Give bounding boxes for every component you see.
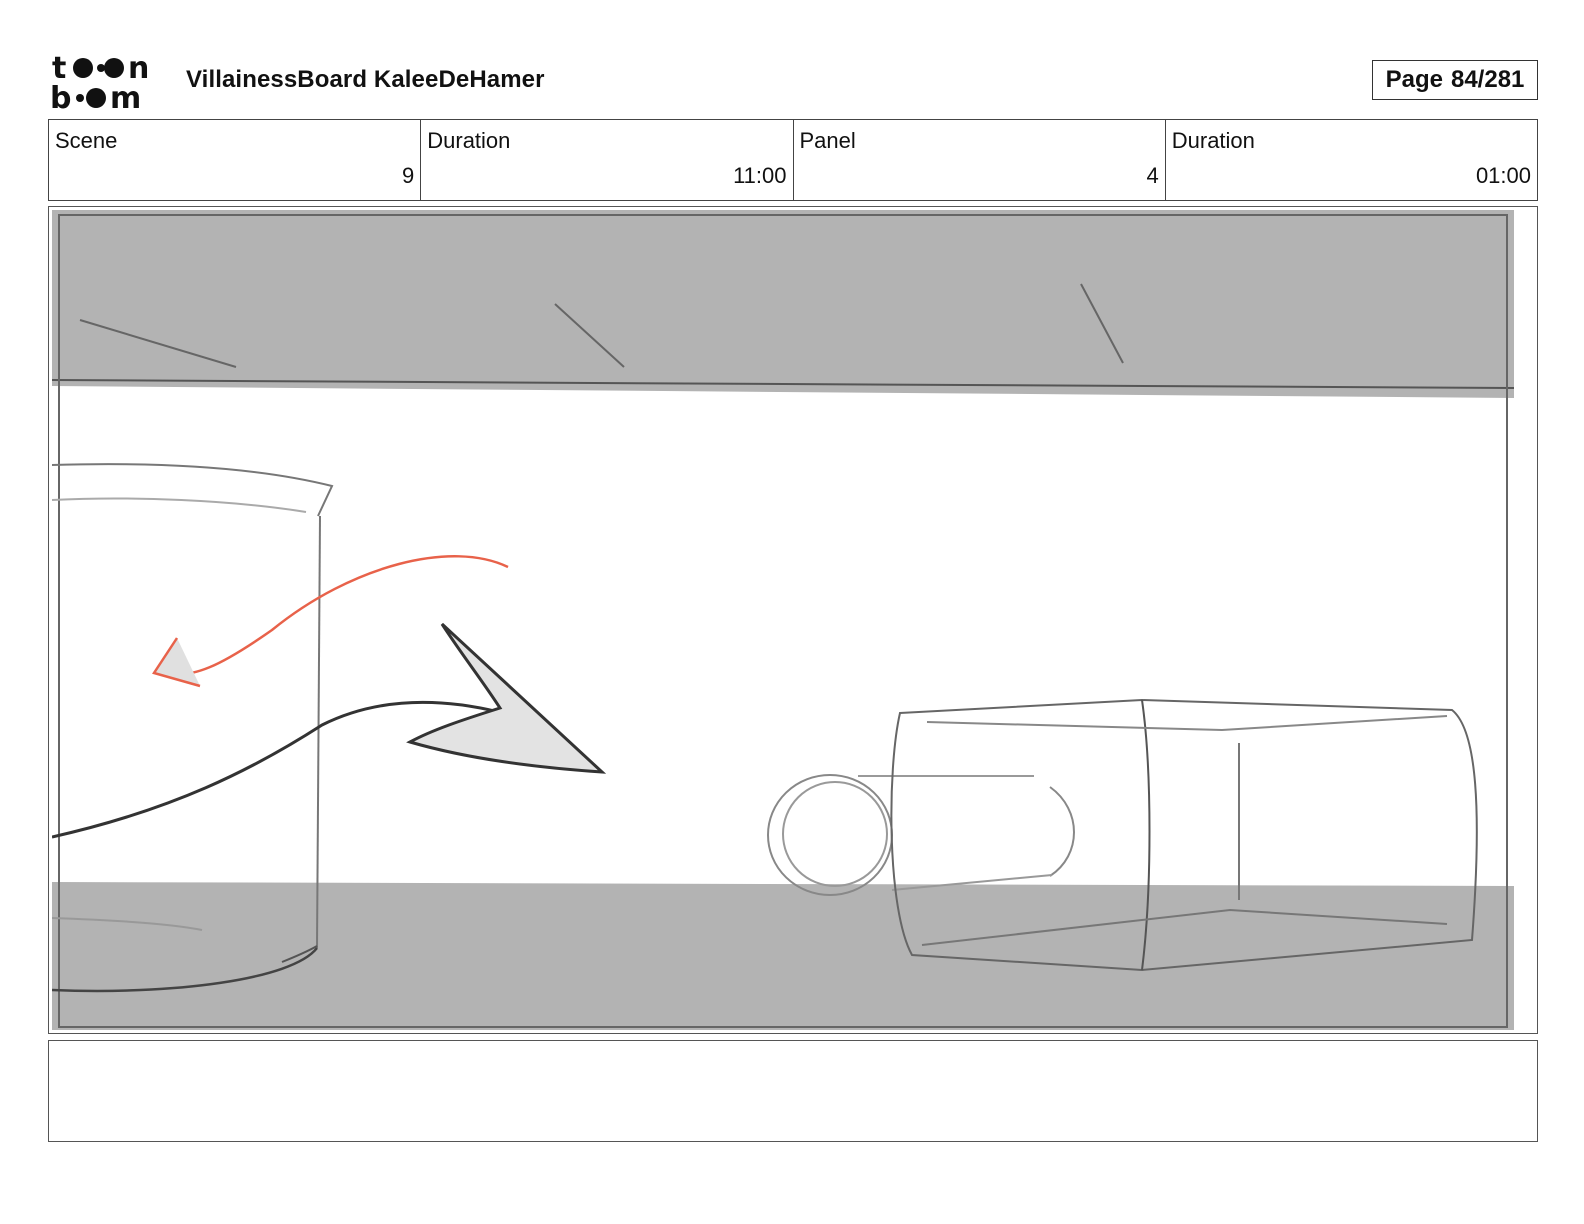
bottom-shelf-edge <box>52 878 1515 886</box>
inner-frame <box>58 214 1508 1028</box>
project-title: VillainessBoard KaleeDeHamer <box>186 66 545 93</box>
scene-duration-label: Duration <box>427 128 511 153</box>
scene-label: Scene <box>55 128 118 153</box>
svg-text:n: n <box>128 52 149 86</box>
dark-tentacle-arrow <box>52 622 607 839</box>
panel-info-table: Scene 9 Duration 11:00 Panel 4 Duration … <box>48 119 1538 201</box>
beaker-sketch <box>52 463 334 993</box>
shelf-mark-1 <box>79 319 237 368</box>
svg-text:m: m <box>110 81 141 110</box>
panel-notes-box[interactable] <box>48 1040 1538 1142</box>
svg-text:b: b <box>50 81 71 110</box>
shelf-mark-3 <box>1080 283 1124 364</box>
top-shelf-band <box>52 210 1514 398</box>
panel-duration-label: Duration <box>1171 128 1255 153</box>
panel-sketch <box>52 210 1515 1030</box>
panel-value: 4 <box>1146 163 1159 188</box>
panel-duration-cell: Duration 01:00 <box>1166 120 1537 200</box>
shelf-mark-2 <box>554 303 625 368</box>
panel-cell: Panel 4 <box>794 120 1166 200</box>
panel-duration-value: 01:00 <box>1475 163 1531 188</box>
bottle-sketch <box>767 698 1478 972</box>
page-number: 84/281 <box>1450 66 1525 93</box>
scene-duration-value: 11:00 <box>733 163 787 188</box>
storyboard-panel <box>48 206 1538 1034</box>
toon-boom-logo-mark: t n b m <box>50 52 149 110</box>
scene-value: 9 <box>402 163 415 188</box>
top-shelf-edge <box>52 379 1515 389</box>
scene-duration-cell: Duration 11:00 <box>421 120 794 200</box>
scene-cell: Scene 9 <box>49 120 422 200</box>
panel-label: Panel <box>799 128 856 153</box>
svg-text:t: t <box>52 52 66 86</box>
red-motion-arrow <box>152 555 509 688</box>
page-label: Page <box>1385 66 1443 93</box>
page-indicator: Page 84/281 <box>1372 60 1538 100</box>
toon-boom-logo: t n b m <box>50 52 164 110</box>
